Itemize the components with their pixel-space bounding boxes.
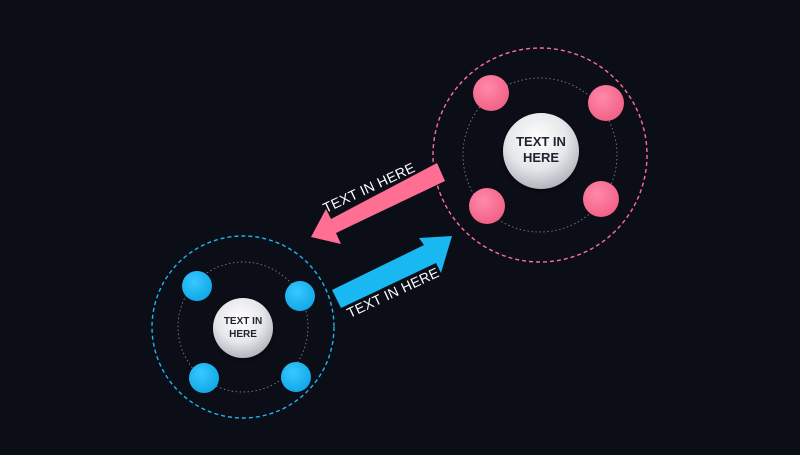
blue-arrow-shape [332, 236, 452, 308]
pink-hub[interactable] [503, 113, 579, 189]
blue-node-top-right[interactable] [285, 281, 315, 311]
blue-hub[interactable] [213, 298, 273, 358]
blue-orbit-dotted-ring [177, 261, 309, 393]
blue-node-top-left[interactable] [182, 271, 212, 301]
pink-arrow-shape [311, 163, 445, 244]
blue-node-bottom-right[interactable] [281, 362, 311, 392]
pink-outer-dashed-ring [432, 47, 648, 263]
pink-hub-text-line1: TEXT IN [516, 134, 566, 149]
pink-node-top-right[interactable] [588, 85, 624, 121]
blue-arrow: TEXT IN HERE [332, 236, 452, 321]
pink-arrow: TEXT IN HERE [311, 159, 445, 244]
pink-orbit-dotted-ring [462, 77, 618, 233]
pink-node-top-left[interactable] [473, 75, 509, 111]
pink-node-bottom-left[interactable] [469, 188, 505, 224]
blue-node-bottom-left[interactable] [189, 363, 219, 393]
pink-hub-text-line2: HERE [523, 150, 559, 165]
pink-node-bottom-right[interactable] [583, 181, 619, 217]
blue-outer-dashed-ring [151, 235, 335, 419]
blue-hub-text-line2: HERE [229, 329, 257, 340]
blue-hub-text-line1: TEXT IN [224, 316, 262, 327]
pink-cluster: TEXT IN HERE [432, 47, 648, 263]
blue-cluster: TEXT IN HERE [151, 235, 335, 419]
